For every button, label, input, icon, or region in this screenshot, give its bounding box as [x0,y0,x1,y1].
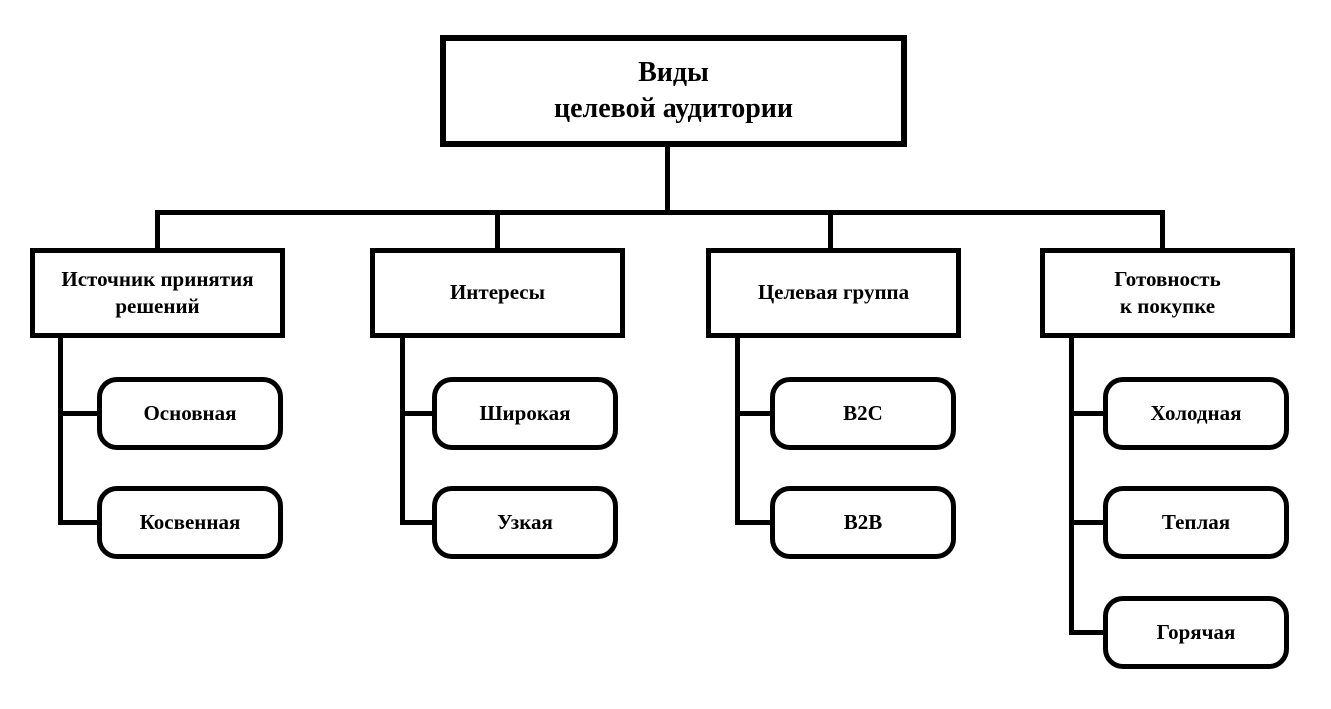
connector-drop-purchase-readiness [1160,210,1165,252]
connector-stub-broad [400,411,437,416]
connector-drop-decision-source [155,210,160,252]
node-broad: Широкая [432,377,618,450]
connector-stem-target-group [735,336,740,525]
connector-drop-interests [495,210,500,252]
connector-stub-primary [58,411,102,416]
connector-main-bar [155,210,1165,215]
connector-root-stem [665,145,670,215]
connector-stub-warm [1069,520,1108,525]
connector-drop-target-group [828,210,833,252]
connector-stub-hot [1069,630,1108,635]
connector-stem-interests [400,336,405,525]
connector-stub-cold [1069,411,1108,416]
node-interests: Интересы [370,248,625,338]
connector-stem-purchase-readiness [1069,336,1074,635]
node-target-group: Целевая группа [706,248,961,338]
node-primary: Основная [97,377,283,450]
node-warm: Теплая [1103,486,1289,559]
node-b2b: B2B [770,486,956,559]
node-purchase-readiness: Готовность к покупке [1040,248,1295,338]
connector-stub-narrow [400,520,437,525]
connector-stub-b2c [735,411,775,416]
node-root-title: Виды целевой аудитории [440,35,907,147]
node-hot: Горячая [1103,596,1289,669]
node-decision-source: Источник принятия решений [30,248,285,338]
node-narrow: Узкая [432,486,618,559]
node-b2c: B2C [770,377,956,450]
connector-stub-b2b [735,520,775,525]
node-indirect: Косвенная [97,486,283,559]
connector-stub-indirect [58,520,102,525]
connector-stem-decision-source [58,336,63,525]
node-cold: Холодная [1103,377,1289,450]
